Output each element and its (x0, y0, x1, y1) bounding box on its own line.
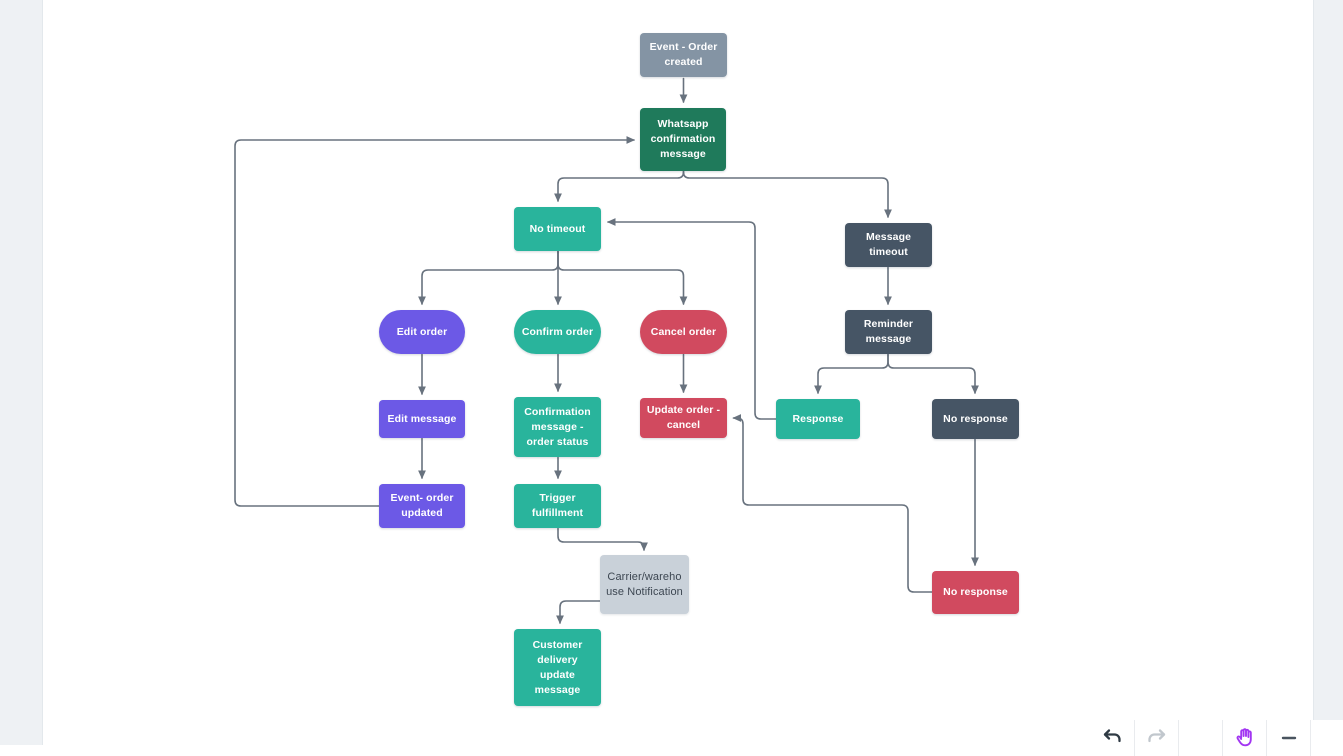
zoom-out-button[interactable] (1266, 720, 1310, 756)
node-trigger-fulfillment[interactable]: Trigger fulfillment (514, 484, 601, 528)
node-customer-delivery-update-message[interactable]: Customer delivery update message (514, 629, 601, 706)
hand-icon (1235, 728, 1252, 747)
edge-response-to-no-timeout[interactable] (606, 218, 777, 420)
node-event-order-updated[interactable]: Event- order updated (379, 484, 465, 528)
node-confirmation-message-order-status[interactable]: Confirmation message - order status (514, 397, 601, 457)
node-carrier-warehouse-notification[interactable]: Carrier/warehouse Notification (600, 555, 689, 614)
toolbar-spacer (1178, 720, 1222, 756)
redo-button[interactable] (1134, 720, 1178, 756)
node-edit-message[interactable]: Edit message (379, 400, 465, 438)
pan-hand-button[interactable] (1222, 720, 1266, 756)
node-response[interactable]: Response (776, 399, 860, 439)
edge-whatsapp-to-message-timeout[interactable] (682, 170, 892, 219)
node-whatsapp-confirmation-message[interactable]: Whatsapp confirmation message (640, 108, 726, 171)
minus-icon (1281, 736, 1296, 740)
edge-trigger-to-carrier[interactable] (557, 527, 648, 552)
edge-no-timeout-to-cancel-order[interactable] (557, 250, 688, 306)
node-confirm-order[interactable]: Confirm order (514, 310, 601, 354)
canvas-right-margin (1313, 0, 1343, 720)
node-no-response[interactable]: No response (932, 399, 1019, 439)
redo-icon (1147, 729, 1165, 743)
edge-reminder-to-no-response[interactable] (887, 353, 979, 395)
node-reminder-message[interactable]: Reminder message (845, 310, 932, 354)
bottom-toolbar (1090, 720, 1343, 756)
edge-no-response-final-to-update-cancel[interactable] (732, 414, 933, 593)
node-message-timeout[interactable]: Message timeout (845, 223, 932, 267)
undo-button[interactable] (1090, 720, 1134, 756)
node-update-order-cancel[interactable]: Update order - cancel (640, 398, 727, 438)
node-no-response-final[interactable]: No response (932, 571, 1019, 614)
node-cancel-order[interactable]: Cancel order (640, 310, 727, 354)
undo-icon (1103, 729, 1121, 743)
edge-carrier-to-customer[interactable] (556, 600, 601, 625)
toolbar-edge-cell (1310, 720, 1343, 756)
node-no-timeout[interactable]: No timeout (514, 207, 601, 251)
node-event-order-created[interactable]: Event - Order created (640, 33, 727, 77)
node-edit-order[interactable]: Edit order (379, 310, 465, 354)
edge-event-updated-to-whatsapp[interactable] (234, 136, 636, 507)
canvas-left-margin (0, 0, 43, 745)
